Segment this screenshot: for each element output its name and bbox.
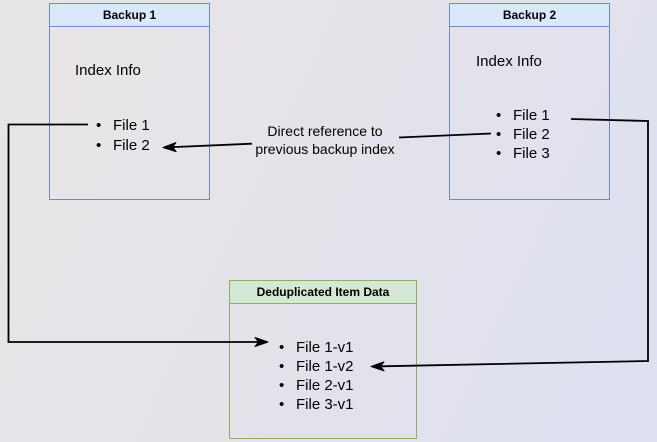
backup1-box: Backup 1 Index Info File 1 File 2 bbox=[49, 3, 210, 200]
dedup-title: Deduplicated Item Data bbox=[230, 281, 416, 304]
backup2-box: Backup 2 Index Info File 1 File 2 File 3 bbox=[449, 3, 610, 200]
dedup-file-item: File 1-v2 bbox=[279, 357, 354, 376]
backup2-file-list: File 1 File 2 File 3 bbox=[496, 106, 550, 163]
backup2-file-item: File 2 bbox=[496, 125, 550, 144]
backup1-file-list: File 1 File 2 bbox=[96, 116, 150, 156]
backup1-file-item: File 2 bbox=[96, 136, 150, 156]
backup1-index-info-heading: Index Info bbox=[75, 62, 141, 79]
backup2-file-item: File 3 bbox=[496, 144, 550, 163]
direct-reference-label: Direct reference to previous backup inde… bbox=[255, 123, 395, 157]
backup2-index-info-heading: Index Info bbox=[476, 53, 542, 70]
dedup-box: Deduplicated Item Data File 1-v1 File 1-… bbox=[229, 280, 417, 439]
dedup-file-list: File 1-v1 File 1-v2 File 2-v1 File 3-v1 bbox=[279, 338, 354, 414]
dedup-file-item: File 3-v1 bbox=[279, 395, 354, 414]
backup1-file-item: File 1 bbox=[96, 116, 150, 136]
backup1-title: Backup 1 bbox=[50, 4, 209, 27]
dedup-file-item: File 2-v1 bbox=[279, 376, 354, 395]
backup2-file-item: File 1 bbox=[496, 106, 550, 125]
dedup-file-item: File 1-v1 bbox=[279, 338, 354, 357]
backup2-title: Backup 2 bbox=[450, 4, 609, 27]
